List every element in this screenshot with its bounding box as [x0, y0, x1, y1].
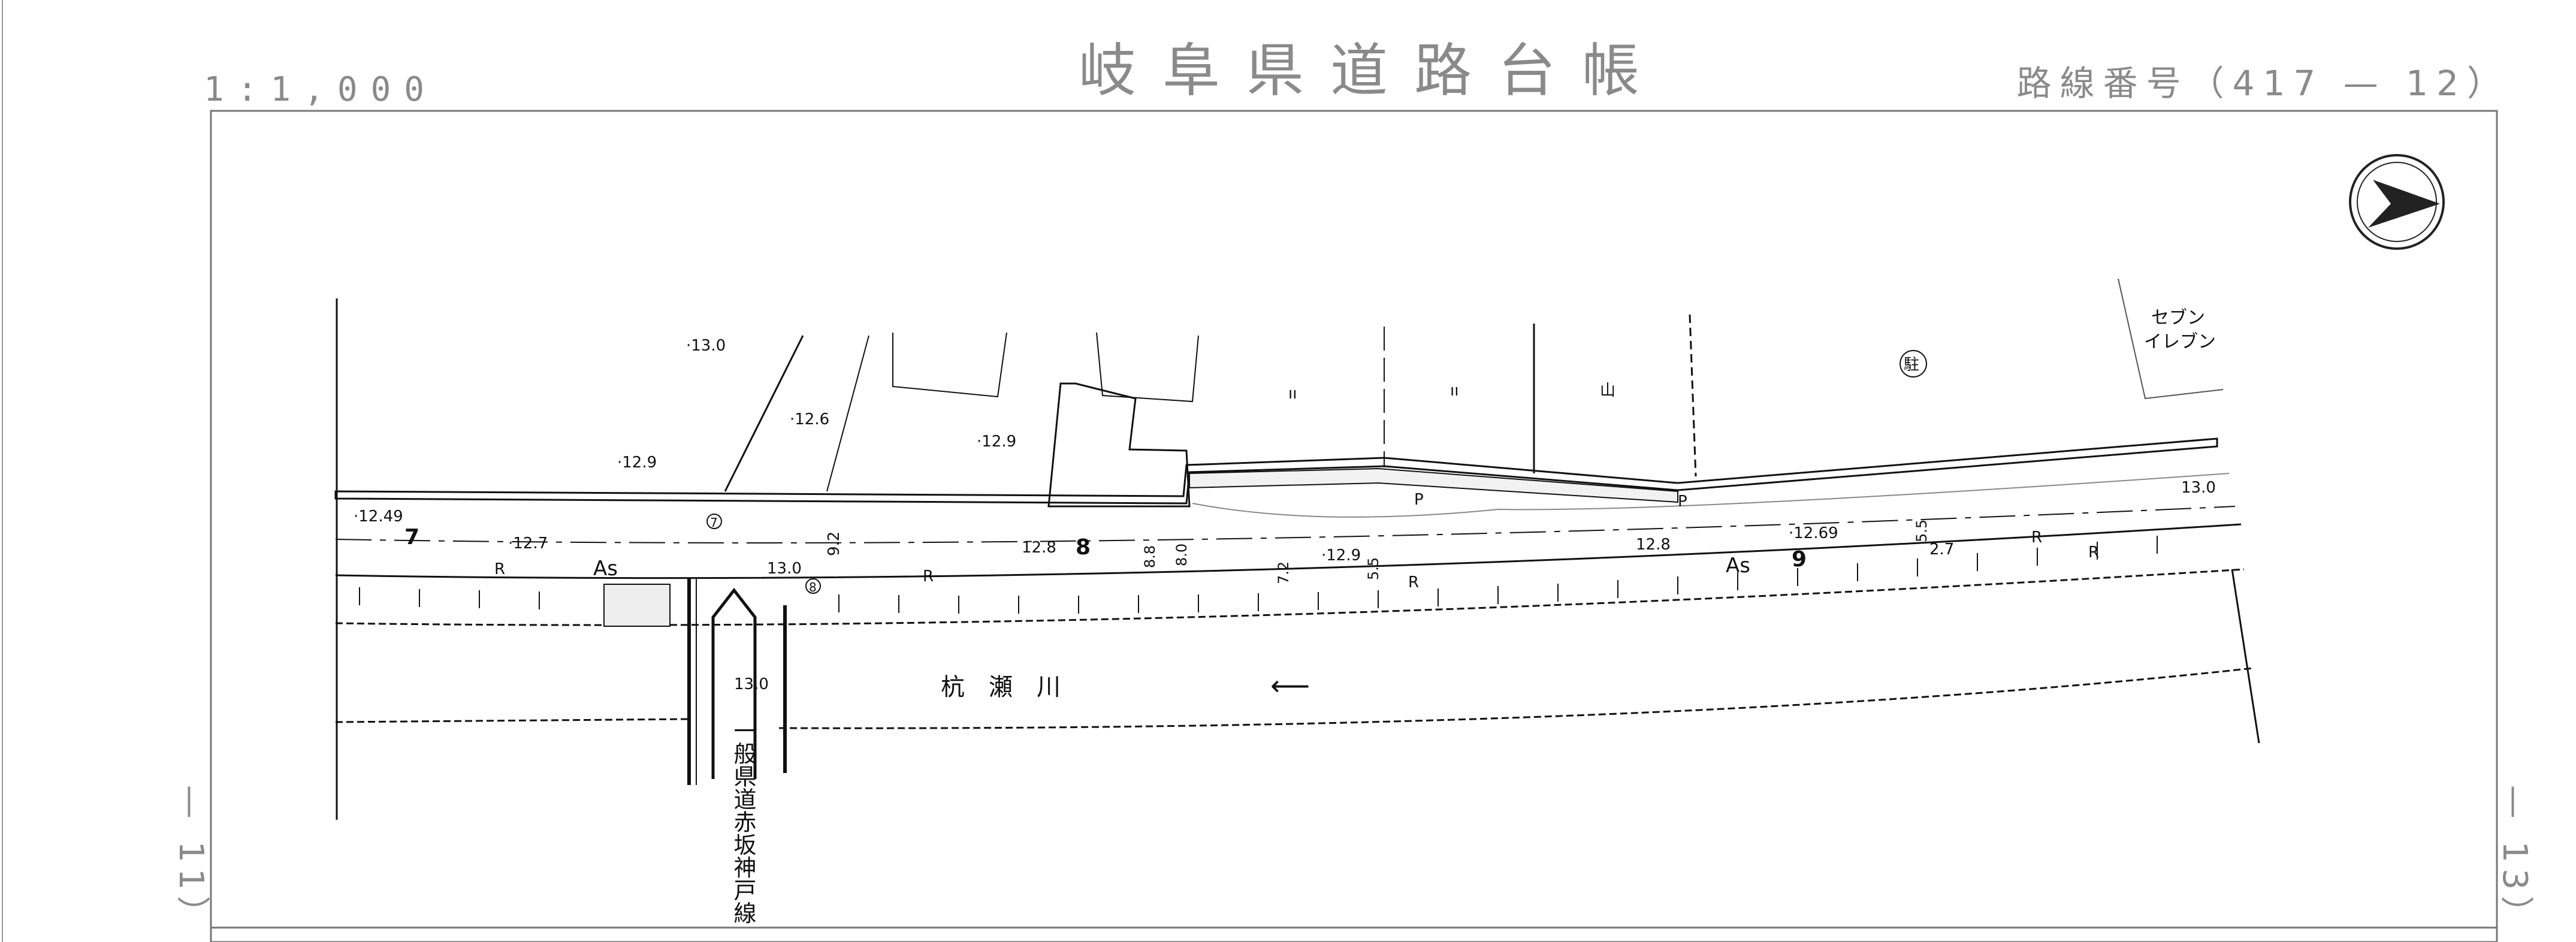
signal-icon [805, 578, 821, 594]
map-right-cut [2231, 569, 2260, 744]
elevation-label: ·12.9 [1321, 547, 1361, 564]
bridge [603, 578, 787, 785]
pavement-type: As [1726, 554, 1750, 578]
scale-label: 1:1,000 [204, 70, 438, 109]
boundary-line [724, 335, 804, 492]
road-mark: R [923, 567, 934, 585]
road-mark: R [1408, 573, 1419, 591]
plot-boundary [892, 332, 1007, 398]
elevation-label: ·13.0 [686, 337, 726, 355]
map-labels: 杭 瀬 川 ⟵ セブン イレブン 駐 7 8 9 As As R R R R R… [354, 307, 2216, 924]
map-title: 岐阜県道路台帳 [1079, 37, 1666, 104]
flow-arrow-icon: ⟵ [1270, 669, 1310, 702]
pavement-type: As [593, 557, 618, 581]
sheet-ref-left: — 11） [171, 785, 210, 936]
signal-id: 8 [809, 580, 817, 594]
section-number: 8 [1076, 535, 1091, 560]
store-name-line2: イレブン [2144, 331, 2216, 352]
width-label: 8.8 [1141, 545, 1158, 568]
width-label: 5.5 [1913, 520, 1930, 542]
land-use-mark: ıı [1450, 382, 1458, 400]
elevation-label: ·12.9 [977, 433, 1016, 451]
boundary-line [1689, 314, 1697, 477]
elevation-label: ·12.69 [1789, 524, 1838, 542]
parking-mark: P [1678, 493, 1687, 511]
section-number: 7 [404, 525, 419, 550]
store-plot [2118, 278, 2224, 400]
plot-boundary [1096, 332, 1199, 403]
river-name: 杭 瀬 川 [941, 674, 1061, 701]
elevation-label: ·12.6 [790, 410, 829, 428]
elevation-label: ·12.7 [508, 535, 548, 552]
elevation-label: 12.8 [1022, 539, 1056, 557]
land-use-mark: 山 [1600, 382, 1615, 400]
parking-symbol-icon: 駐 [1899, 350, 1927, 378]
road-mark: R [2088, 544, 2099, 561]
signal-id: 7 [710, 515, 718, 530]
road-south-edge [335, 523, 2242, 579]
riverbank-lower-edge [335, 718, 690, 723]
elevation-label: 12.8 [1636, 536, 1671, 554]
median-line [335, 506, 2236, 544]
slope-hatching [359, 536, 2158, 614]
signal-icon [706, 514, 722, 529]
section-number: 9 [1792, 547, 1807, 572]
elevation-label: 13.0 [767, 560, 802, 578]
route-number: 路線番号（417 — 12） [2016, 63, 2510, 104]
sheet-ref-right: — 13） [2495, 785, 2534, 936]
elevation-label: 13.0 [2181, 479, 2216, 497]
elevation-label: 13.0 [734, 675, 769, 693]
road-mark: R [494, 560, 505, 578]
crossing-road-name: 一般県道赤坂神戸線 [730, 719, 756, 924]
sheet-frame [210, 110, 2498, 942]
width-label: 7.2 [1275, 561, 1292, 584]
parking-mark: P [1414, 491, 1424, 509]
road-north-edge [334, 437, 2218, 505]
road-mark: R [2031, 529, 2042, 547]
land-use-mark: ıı [1288, 385, 1297, 403]
parking-strip [1189, 467, 1678, 503]
north-arrow-icon [2349, 154, 2445, 250]
boundary-line [826, 335, 869, 492]
width-label: 8.0 [1173, 544, 1190, 566]
width-label: 9.2 [825, 532, 843, 556]
building-outline [1047, 382, 1191, 508]
svg-text:駐: 駐 [1904, 356, 1919, 374]
elevation-label: ·12.49 [354, 508, 403, 526]
store-name-line1: セブン [2151, 307, 2205, 328]
width-label: 2.7 [1929, 541, 1954, 558]
elevation-label: ·12.9 [617, 454, 657, 472]
road-centerline [1192, 473, 2230, 518]
width-label: 5.5 [1365, 557, 1382, 580]
